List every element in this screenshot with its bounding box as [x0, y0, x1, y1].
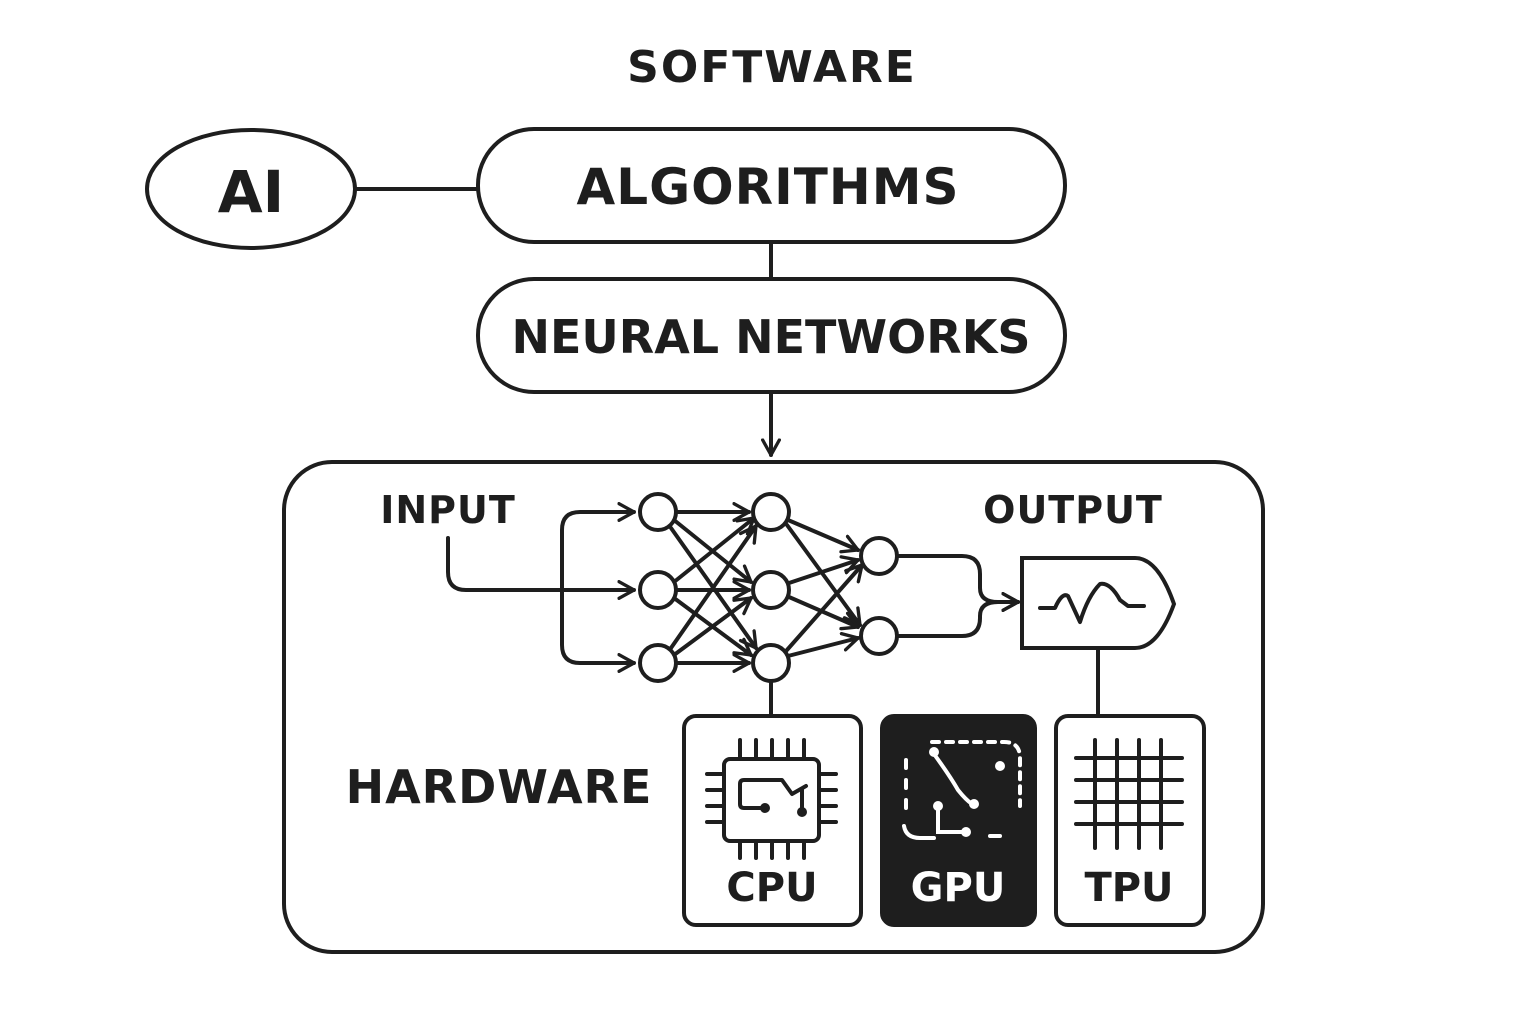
network-node: [751, 643, 791, 683]
tpu-grid-icon: [1074, 738, 1184, 850]
software-title: SOFTWARE: [627, 42, 917, 93]
gpu-label: GPU: [911, 865, 1006, 911]
gpu-circuit-icon: [902, 740, 1022, 840]
neural-network-graph: [446, 492, 1020, 683]
layer1-to-layer2-connections: [669, 502, 758, 673]
ai-label: AI: [218, 158, 284, 226]
network-node: [859, 536, 899, 576]
input-path: [446, 536, 564, 592]
algorithms-node: ALGORITHMS: [476, 127, 1067, 244]
network-node: [859, 616, 899, 656]
output-label: OUTPUT: [983, 488, 1163, 532]
network-node: [751, 570, 791, 610]
cpu-chip-icon: [705, 738, 838, 860]
input-branch-top: [560, 502, 636, 592]
network-node: [638, 570, 678, 610]
output-block: [1020, 556, 1177, 650]
ai-node: AI: [145, 128, 357, 250]
network-node: [751, 492, 791, 532]
tpu-card: TPU: [1054, 714, 1206, 927]
input-label: INPUT: [380, 488, 516, 532]
input-branch-bottom: [560, 588, 636, 673]
tpu-label: TPU: [1084, 865, 1173, 911]
waveform-icon: [1038, 581, 1146, 624]
layer2-to-layer3-connections: [785, 518, 864, 658]
cpu-card: CPU: [682, 714, 863, 927]
hardware-title: HARDWARE: [346, 760, 653, 814]
network-node: [638, 643, 678, 683]
gpu-card: GPU: [880, 714, 1037, 927]
algorithms-label: ALGORITHMS: [577, 158, 960, 216]
cpu-label: CPU: [726, 865, 817, 911]
network-node: [638, 492, 678, 532]
output-path-bottom: [895, 592, 1020, 638]
neural-networks-node: NEURAL NETWORKS: [476, 277, 1067, 394]
neural-networks-label: NEURAL NETWORKS: [512, 310, 1031, 364]
